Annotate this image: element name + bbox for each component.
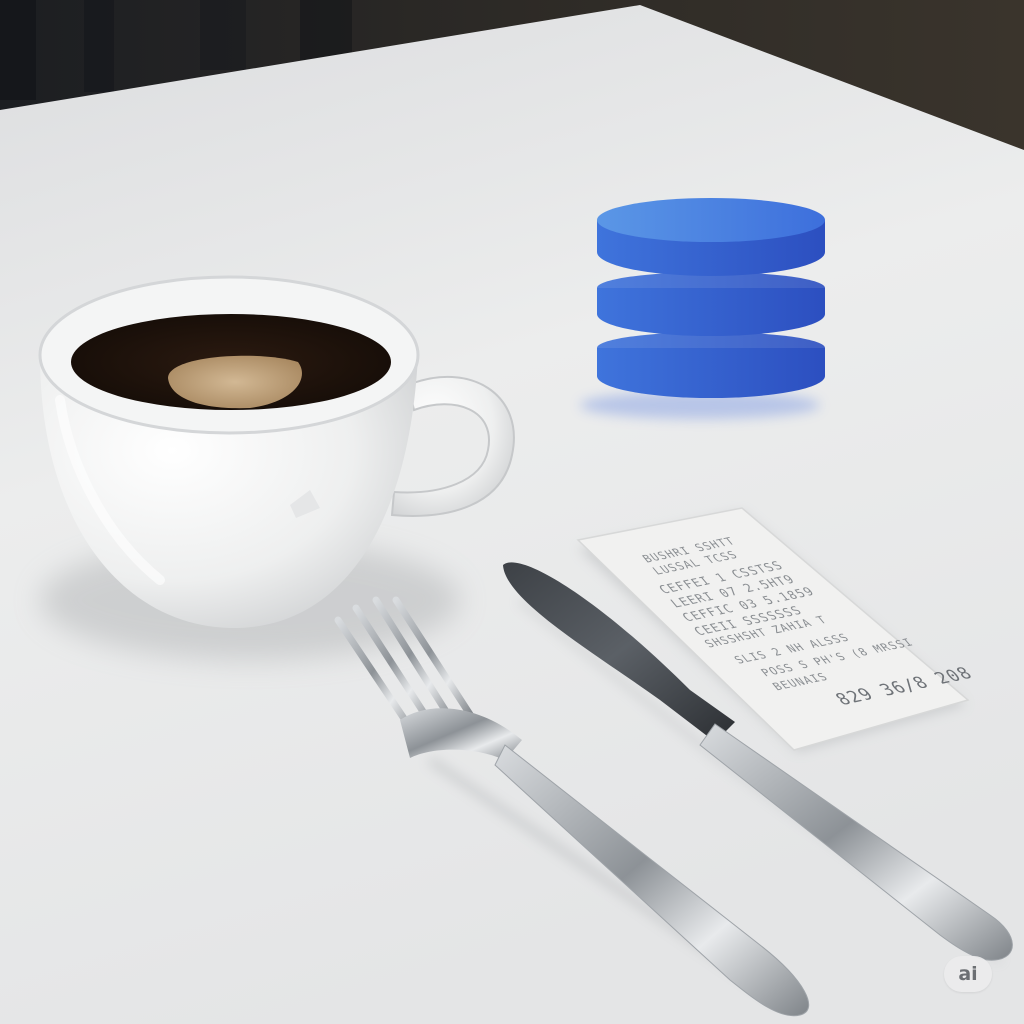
database-disk-top [597,198,825,276]
knife-handle [699,723,1013,961]
fork-neck [400,708,522,760]
knife-blade [503,562,735,742]
fork-tines [334,596,475,739]
database-icon [597,198,825,398]
database-disk-middle [597,272,825,336]
receipt-lines: BUSHRI SSHTT LUSSAL TCSS CEFFEI 1 CSSTSS… [639,535,977,709]
database-disk-bottom [597,332,825,398]
crema-foam [168,355,302,409]
icon-glow [580,391,820,419]
coffee-cup [38,275,515,629]
ai-badge: ai [944,956,992,992]
receipt-paper [576,507,970,751]
chair-silhouettes [0,0,352,100]
receipt: BUSHRI SSHTT LUSSAL TCSS CEFFEI 1 CSSTSS… [576,507,978,752]
table-fork [334,596,810,1017]
fork-handle [494,744,810,1017]
table-knife [503,562,1013,963]
cup-handle [390,375,515,517]
